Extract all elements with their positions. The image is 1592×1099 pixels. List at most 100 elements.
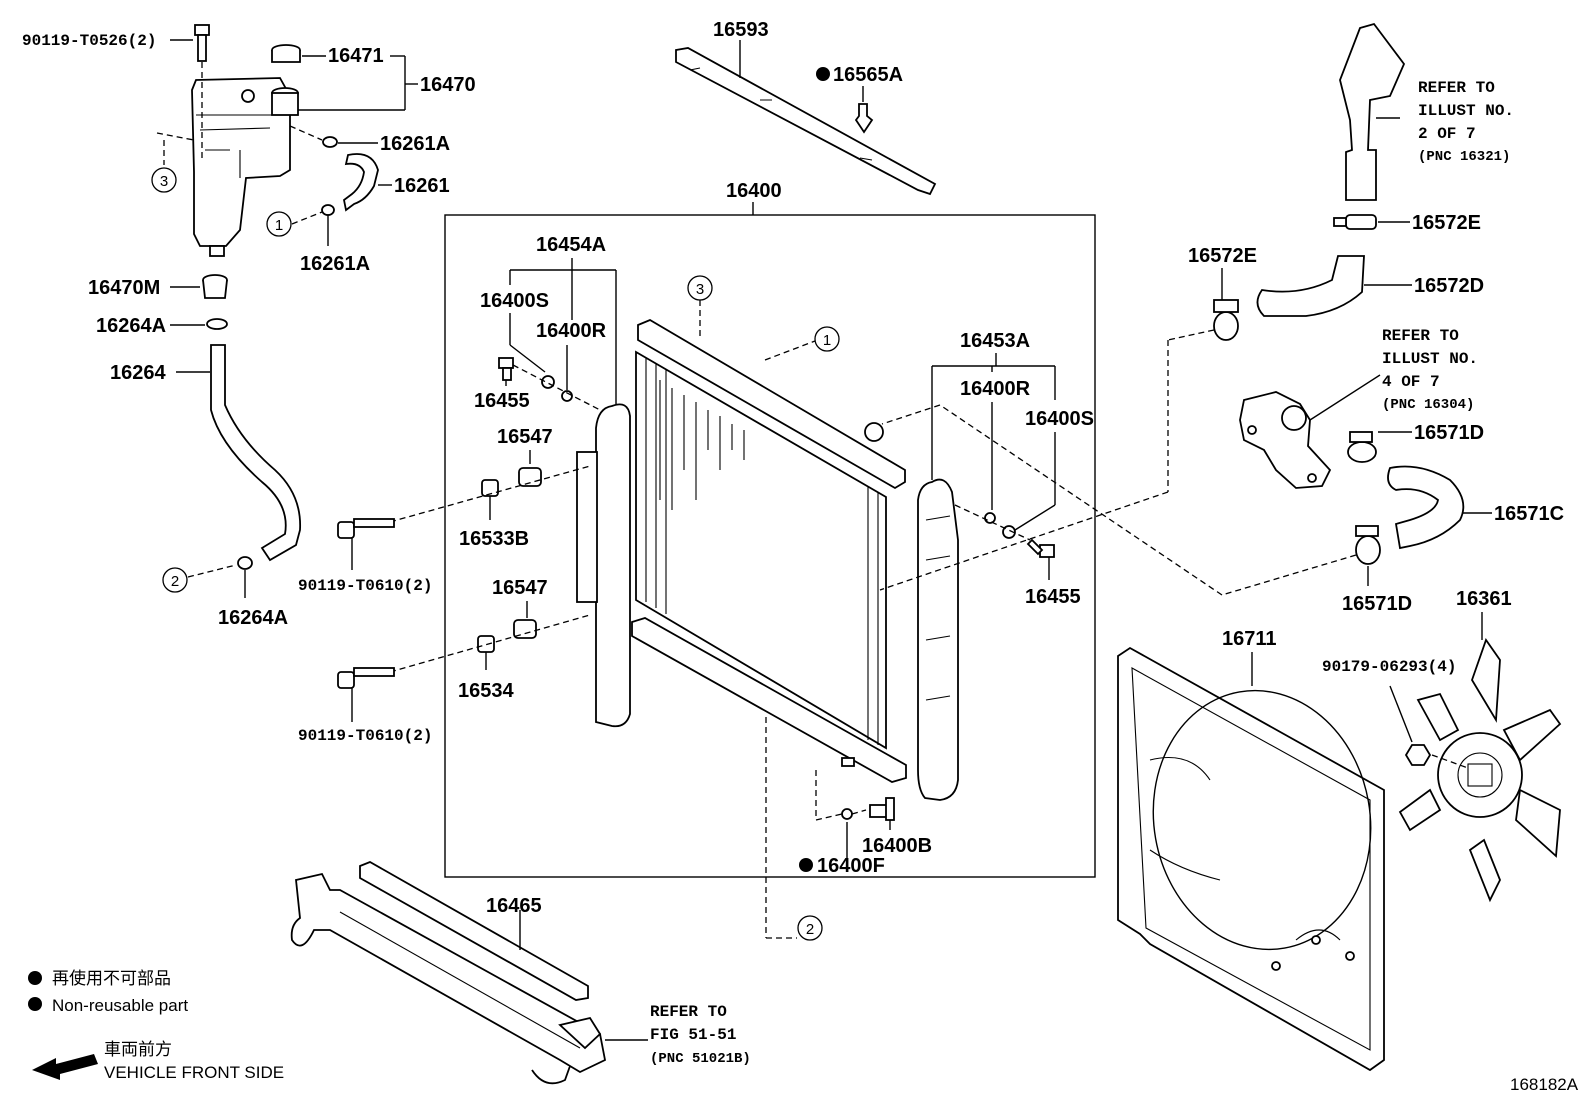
label-16264A-top[interactable]: 16264A <box>96 315 166 337</box>
label-16400B[interactable]: 16400B <box>862 835 932 857</box>
legend-jp: 再使用不可部品 <box>52 968 171 988</box>
ref1-line2: ILLUST NO. <box>1418 102 1514 120</box>
bushing-16547-bottom[interactable] <box>513 619 537 639</box>
clamp-16571D-bottom[interactable] <box>1355 525 1381 565</box>
washer-16400S-left[interactable] <box>541 375 555 389</box>
radiator-core[interactable] <box>631 318 907 783</box>
callout-1-radiator <box>814 326 840 352</box>
non-reusable-marker-16565A <box>816 67 830 81</box>
label-16470[interactable]: 16470 <box>420 74 476 96</box>
clamp-16572E-top[interactable] <box>1333 214 1377 230</box>
fan-shroud-16711[interactable] <box>1117 646 1391 1072</box>
label-16400R-left[interactable]: 16400R <box>536 320 607 342</box>
hose-16261[interactable] <box>343 153 379 212</box>
support-bracket-51021B[interactable] <box>290 872 607 1085</box>
label-16572E-top[interactable]: 16572E <box>1412 212 1481 234</box>
label-16455-right[interactable]: 16455 <box>1025 586 1081 608</box>
label-90179-06293[interactable]: 90179-06293(4) <box>1322 658 1456 676</box>
support-16453A[interactable] <box>917 478 959 801</box>
label-16361[interactable]: 16361 <box>1456 588 1512 610</box>
label-16470M[interactable]: 16470M <box>88 277 160 299</box>
legend-en: Non-reusable part <box>52 996 188 1015</box>
label-16453A[interactable]: 16453A <box>960 330 1030 352</box>
label-16264A-bottom[interactable]: 16264A <box>218 607 288 629</box>
label-16547-bottom[interactable]: 16547 <box>492 577 548 599</box>
svg-text:1: 1 <box>823 332 831 349</box>
clamp-16572E-left[interactable] <box>1213 299 1239 341</box>
clamp-16261A-bottom[interactable] <box>321 204 335 216</box>
label-16455-left[interactable]: 16455 <box>474 390 530 412</box>
legend-marker-en <box>28 997 42 1011</box>
callout-3-reservoir <box>151 167 177 193</box>
label-16261A-top[interactable]: 16261A <box>380 133 450 155</box>
label-90119-T0610-top[interactable]: 90119-T0610(2) <box>298 577 432 595</box>
reservoir-cap[interactable] <box>271 44 301 63</box>
support-16454A[interactable] <box>576 403 631 728</box>
svg-text:2: 2 <box>171 573 179 590</box>
fan-16361[interactable] <box>1398 638 1562 903</box>
reservoir-tank[interactable] <box>191 77 299 257</box>
svg-text:1: 1 <box>275 217 283 234</box>
clamp-16264A-bottom[interactable] <box>237 556 253 570</box>
ref2-line3: 4 OF 7 <box>1382 373 1440 391</box>
water-inlet-16304[interactable] <box>1239 391 1332 489</box>
label-16533B[interactable]: 16533B <box>459 528 529 550</box>
ref1-line3: 2 OF 7 <box>1418 125 1476 143</box>
front-arrow-icon <box>32 1054 98 1080</box>
washer-16400S-right[interactable] <box>1002 525 1016 539</box>
collar-16534[interactable] <box>477 635 495 653</box>
label-16400S-left[interactable]: 16400S <box>480 290 549 312</box>
label-90119-T0526[interactable]: 90119-T0526(2) <box>22 32 156 50</box>
svg-text:3: 3 <box>696 281 704 298</box>
label-16454A[interactable]: 16454A <box>536 234 606 256</box>
non-reusable-marker-16400F <box>799 858 813 872</box>
callout-2-hose <box>162 567 188 593</box>
clamp-16264A-top[interactable] <box>206 318 228 330</box>
label-16534[interactable]: 16534 <box>458 680 514 702</box>
bolt-90119-T0610-bottom[interactable] <box>337 667 395 689</box>
label-16571D-top[interactable]: 16571D <box>1414 422 1484 444</box>
ref2-line4: (PNC 16304) <box>1382 397 1474 413</box>
svg-text:2: 2 <box>806 921 814 938</box>
label-16471[interactable]: 16471 <box>328 45 384 67</box>
label-16400[interactable]: 16400 <box>726 180 782 202</box>
bolt-16455-right[interactable] <box>1026 538 1055 558</box>
ref1-line4: (PNC 16321) <box>1418 149 1510 165</box>
bolt-16455-left[interactable] <box>498 357 514 381</box>
hose-16264[interactable] <box>210 344 301 562</box>
label-16400S-right[interactable]: 16400S <box>1025 408 1094 430</box>
label-16465[interactable]: 16465 <box>486 895 542 917</box>
gasket-16400F[interactable] <box>841 808 853 820</box>
label-16261A-bottom[interactable]: 16261A <box>300 253 370 275</box>
ref1-line1: REFER TO <box>1418 79 1495 97</box>
hose-16572D[interactable] <box>1256 255 1365 317</box>
label-16571C[interactable]: 16571C <box>1494 503 1564 525</box>
clamp-16571D-top[interactable] <box>1347 431 1377 463</box>
label-16400R-right[interactable]: 16400R <box>960 378 1031 400</box>
seal-16465[interactable] <box>359 861 589 1001</box>
bolt-90119-T0610-top[interactable] <box>337 518 395 539</box>
cushion-16400R-right[interactable] <box>984 512 996 524</box>
label-16261[interactable]: 16261 <box>394 175 450 197</box>
ref3-line2: FIG 51-51 <box>650 1026 736 1044</box>
grommet-16470M[interactable] <box>202 274 228 299</box>
drain-cock-16400B[interactable] <box>869 797 895 821</box>
clip-16565A[interactable] <box>854 103 874 134</box>
label-16565A[interactable]: 16565A <box>833 64 903 86</box>
clamp-16261A-top[interactable] <box>322 136 338 148</box>
label-16711[interactable]: 16711 <box>1222 628 1277 650</box>
bolt-top-left[interactable] <box>194 24 210 62</box>
label-16593[interactable]: 16593 <box>713 19 769 41</box>
label-16572E-left[interactable]: 16572E <box>1188 245 1257 267</box>
hose-16571C[interactable] <box>1387 465 1465 550</box>
nut-90179-06293[interactable] <box>1404 744 1432 766</box>
label-16400F[interactable]: 16400F <box>817 855 885 877</box>
label-90119-T0610-bottom[interactable]: 90119-T0610(2) <box>298 727 432 745</box>
ref3-line1: REFER TO <box>650 1003 727 1021</box>
label-16264[interactable]: 16264 <box>110 362 166 384</box>
label-16572D[interactable]: 16572D <box>1414 275 1484 297</box>
label-16571D-bottom[interactable]: 16571D <box>1342 593 1412 615</box>
upper-outlet-16321[interactable] <box>1339 22 1406 201</box>
seal-16593[interactable] <box>675 47 937 196</box>
label-16547-top[interactable]: 16547 <box>497 426 553 448</box>
